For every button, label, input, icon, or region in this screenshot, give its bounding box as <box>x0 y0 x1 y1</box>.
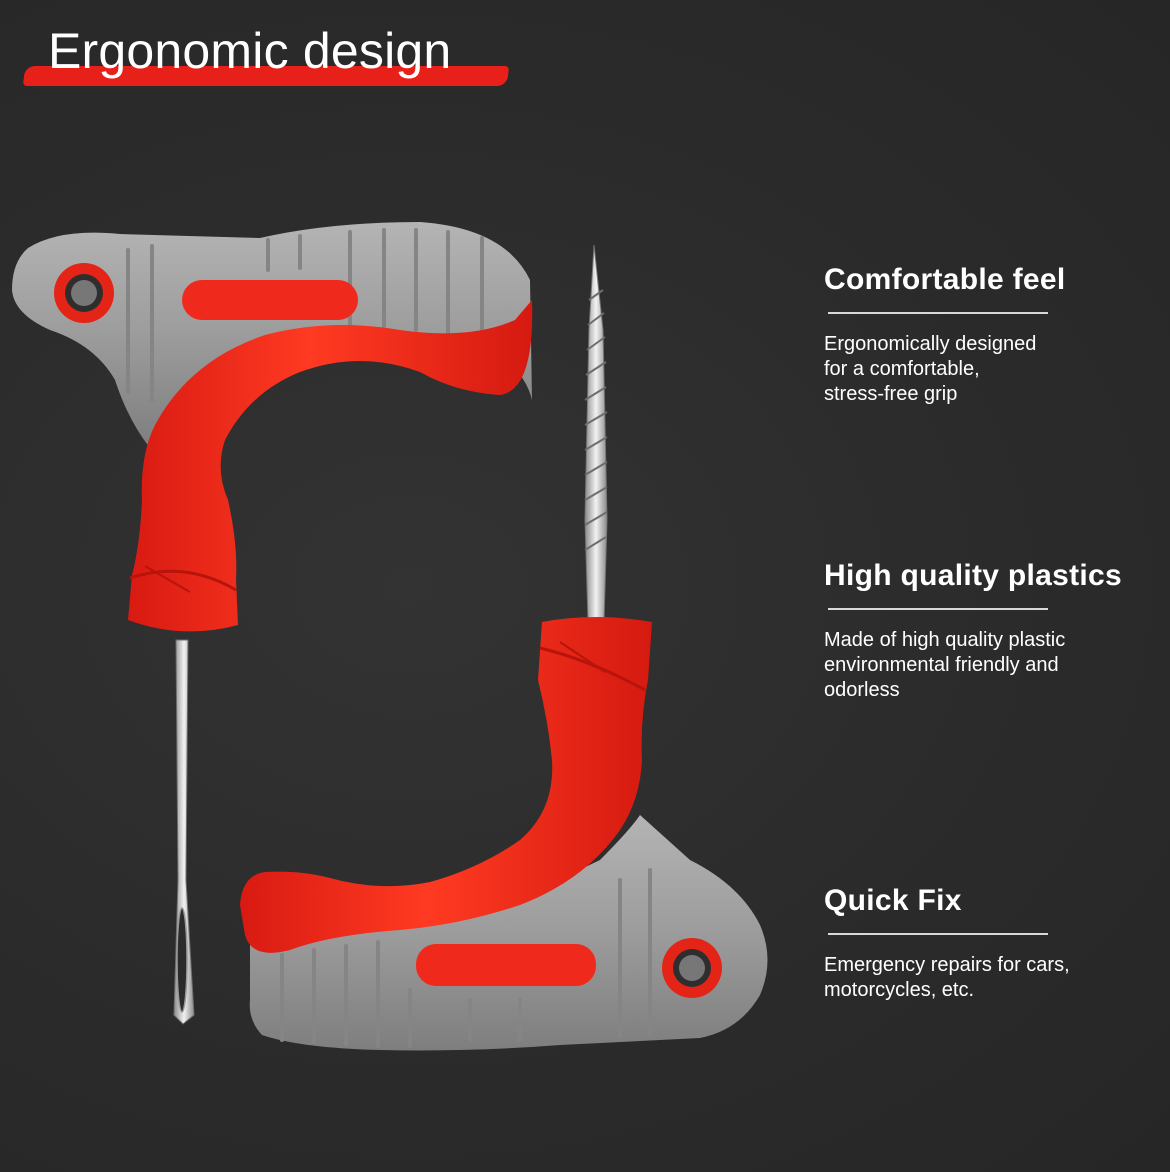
insertion-needle-tool <box>12 222 533 1025</box>
tools-illustration <box>12 222 768 1051</box>
feature-high-quality-plastics: High quality plastics Made of high quali… <box>824 558 1154 703</box>
spiral-reamer-tool <box>240 244 768 1051</box>
feature-title: High quality plastics <box>824 559 1123 592</box>
red-grip-2 <box>240 617 652 953</box>
feature-description: Emergency repairs for cars,motorcycles, … <box>824 954 1070 1001</box>
feature-quick-fix: Quick Fix Emergency repairs for cars,mot… <box>824 883 1154 1003</box>
feature-divider <box>828 933 1048 935</box>
feature-title: Quick Fix <box>824 884 962 917</box>
red-slot-inlay <box>182 280 358 320</box>
red-slot-inlay-2 <box>416 944 596 986</box>
spiral-rasp <box>584 244 608 621</box>
feature-divider <box>828 608 1048 610</box>
feature-divider <box>828 312 1048 314</box>
header: Ergonomic design <box>22 18 510 90</box>
eye-needle <box>173 639 195 1025</box>
page-title: Ergonomic design <box>48 23 452 79</box>
feature-title: Comfortable feel <box>824 263 1066 296</box>
red-grip <box>128 300 533 632</box>
grip-ribs-2 <box>280 868 652 1048</box>
